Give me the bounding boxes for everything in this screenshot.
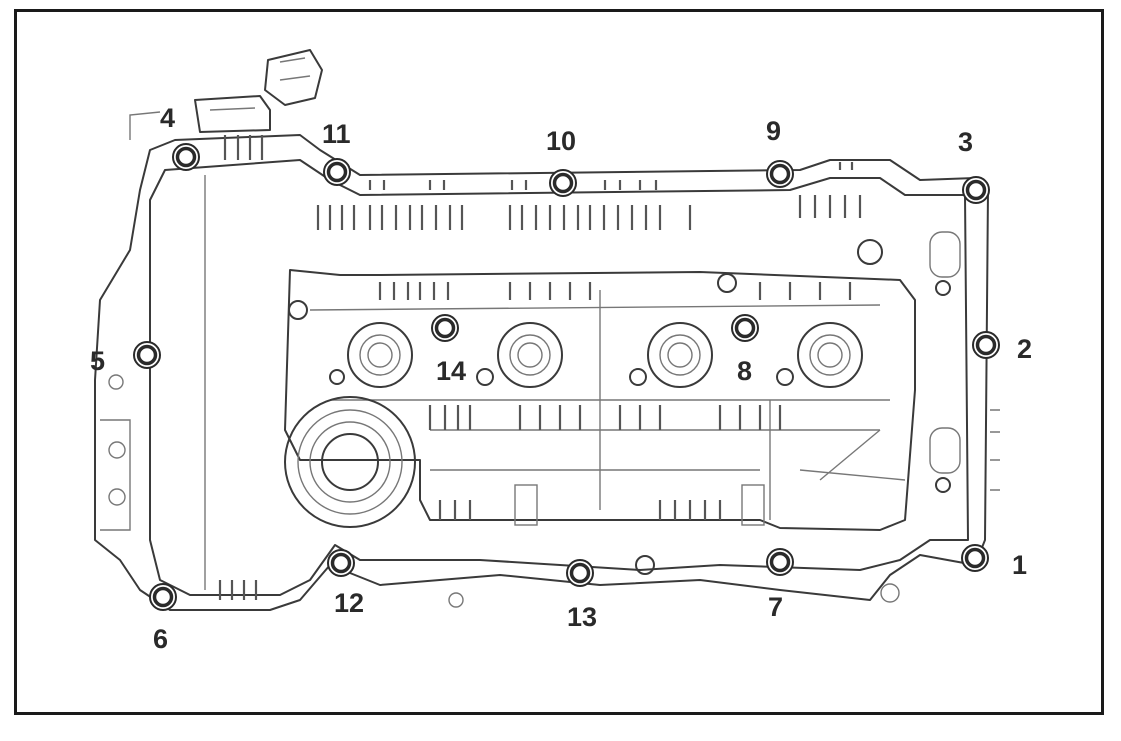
misc-holes xyxy=(108,231,1000,608)
oil-filler-cap xyxy=(284,396,416,528)
bolt-13 xyxy=(566,559,594,587)
connector-housing xyxy=(194,49,323,133)
bolt-label-7: 7 xyxy=(768,592,783,622)
plug-boss-2 xyxy=(497,322,563,388)
bolt-label-4: 4 xyxy=(160,103,175,133)
bolt-6 xyxy=(149,583,177,611)
bolt-label-9: 9 xyxy=(766,116,781,146)
bolt-5 xyxy=(133,341,161,369)
bolt-2 xyxy=(972,331,1000,359)
bolt-label-1: 1 xyxy=(1012,550,1027,580)
bolt-labels: 1 2 3 4 5 6 7 8 9 10 11 12 13 14 xyxy=(90,103,1032,654)
bolt-label-13: 13 xyxy=(567,602,597,632)
diagram-frame xyxy=(14,9,1104,715)
bolt-label-2: 2 xyxy=(1017,334,1032,364)
bolt-label-11: 11 xyxy=(322,119,351,149)
bolt-label-6: 6 xyxy=(153,624,168,654)
bolt-label-5: 5 xyxy=(90,346,105,376)
spark-plug-bosses xyxy=(347,322,863,388)
bolts xyxy=(133,143,1000,611)
bolt-label-8: 8 xyxy=(737,356,752,386)
ribs xyxy=(218,135,862,600)
bolt-label-14: 14 xyxy=(436,356,466,386)
bolt-label-3: 3 xyxy=(958,127,973,157)
bolt-10 xyxy=(549,169,577,197)
plug-boss-3 xyxy=(647,322,713,388)
bolt-8 xyxy=(731,314,759,342)
plug-boss-1 xyxy=(347,322,413,388)
inner-baffle xyxy=(284,269,916,531)
bolt-12 xyxy=(327,549,355,577)
cover-outline xyxy=(94,111,989,611)
bolt-9 xyxy=(766,160,794,188)
bolt-1 xyxy=(961,544,989,572)
plug-boss-4 xyxy=(797,322,863,388)
bolt-3 xyxy=(962,176,990,204)
bolt-14 xyxy=(431,314,459,342)
bolt-11 xyxy=(323,158,351,186)
bolt-7 xyxy=(766,548,794,576)
bolt-label-10: 10 xyxy=(546,126,576,156)
bolt-label-12: 12 xyxy=(334,588,364,618)
bolt-4 xyxy=(172,143,200,171)
